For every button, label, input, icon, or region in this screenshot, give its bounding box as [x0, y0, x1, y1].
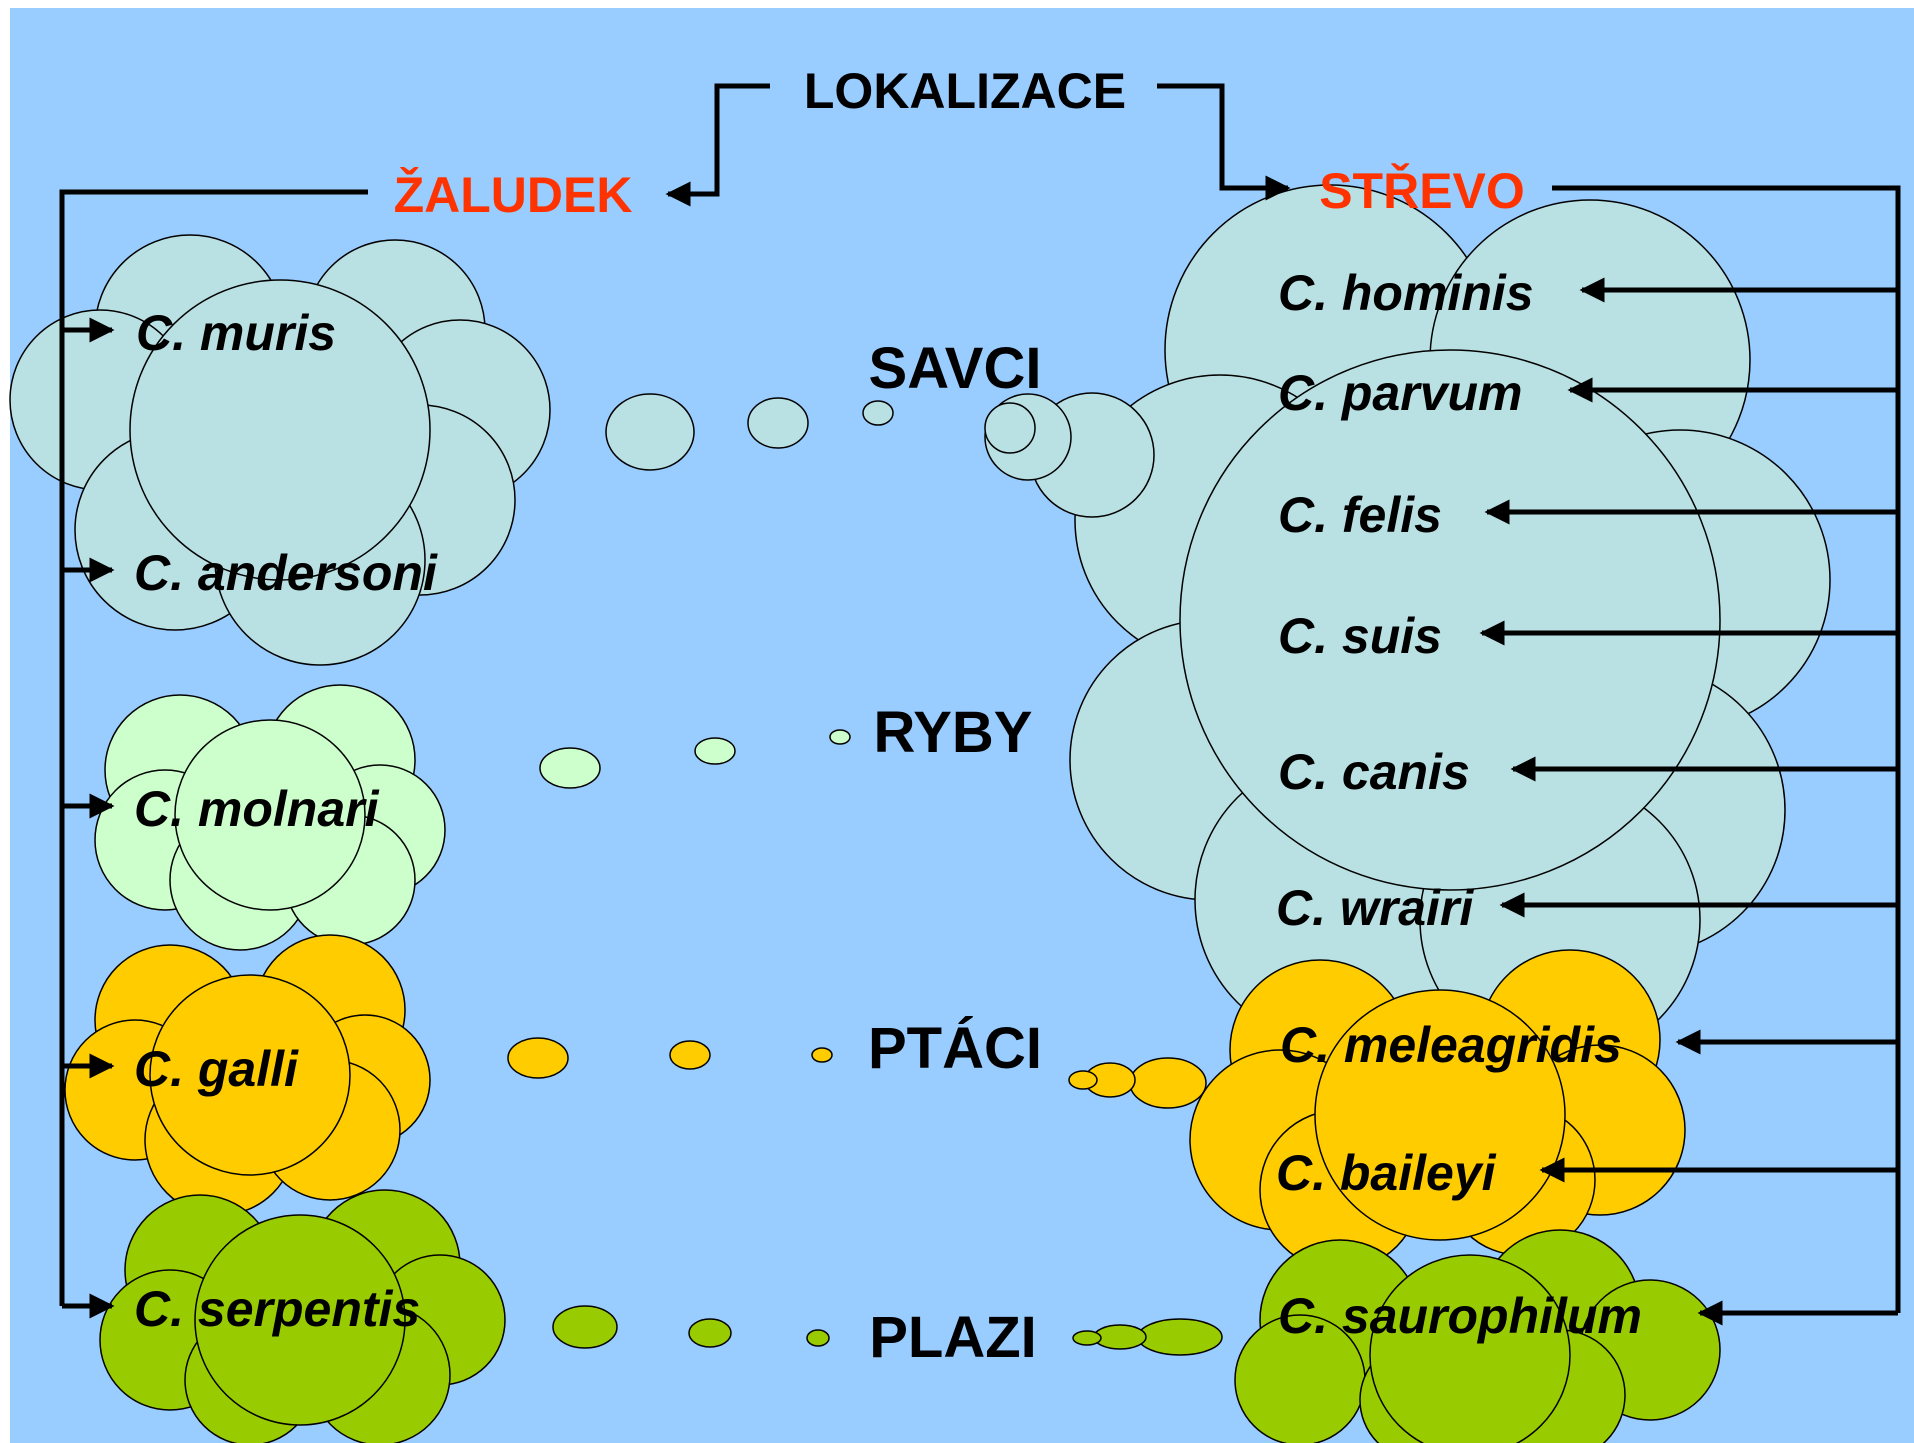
cloud-stomach-mammals: [9, 234, 551, 666]
cloud-intestine-reptiles: [1234, 1229, 1721, 1443]
species-suis: C. suis: [1278, 608, 1442, 664]
species-saurophilum: C. saurophilum: [1278, 1288, 1642, 1344]
species-baileyi: C. baileyi: [1276, 1145, 1497, 1201]
species-parvum: C. parvum: [1278, 365, 1523, 421]
title-localization: LOKALIZACE: [804, 63, 1126, 119]
species-molnari: C. molnari: [134, 781, 380, 837]
cloud-stomach-reptiles: [99, 1189, 506, 1443]
species-felis: C. felis: [1278, 487, 1442, 543]
group-mammals: SAVCI: [869, 336, 1042, 401]
location-intestine: STŘEVO: [1319, 163, 1525, 219]
bubbles-reptiles: [552, 1305, 1223, 1356]
species-wrairi: C. wrairi: [1276, 880, 1474, 936]
species-muris: C. muris: [136, 305, 336, 361]
bubbles-birds: [507, 1037, 1207, 1109]
bubbles-fish: [539, 729, 851, 789]
species-hominis: C. hominis: [1278, 265, 1534, 321]
connector-stomach-bracket: [59, 189, 368, 1306]
connector-title-to-stomach: [665, 83, 770, 207]
species-meleagridis: C. meleagridis: [1280, 1017, 1622, 1073]
cloud-intestine-birds: [1189, 949, 1686, 1271]
species-galli: C. galli: [134, 1041, 299, 1097]
location-stomach: ŽALUDEK: [394, 167, 633, 223]
group-fish: RYBY: [874, 700, 1033, 765]
group-reptiles: PLAZI: [869, 1305, 1037, 1370]
connector-intestine-bracket: [1552, 185, 1901, 1313]
species-andersoni: C. andersoni: [134, 545, 438, 601]
cloud-stomach-birds: [64, 934, 431, 1216]
connector-title-to-intestine: [1157, 83, 1291, 201]
bubbles-mammals: [605, 392, 1155, 518]
cloud-stomach-fish: [94, 684, 446, 951]
group-birds: PTÁCI: [868, 1016, 1042, 1081]
species-serpentis: C. serpentis: [134, 1281, 420, 1337]
species-canis: C. canis: [1278, 744, 1470, 800]
